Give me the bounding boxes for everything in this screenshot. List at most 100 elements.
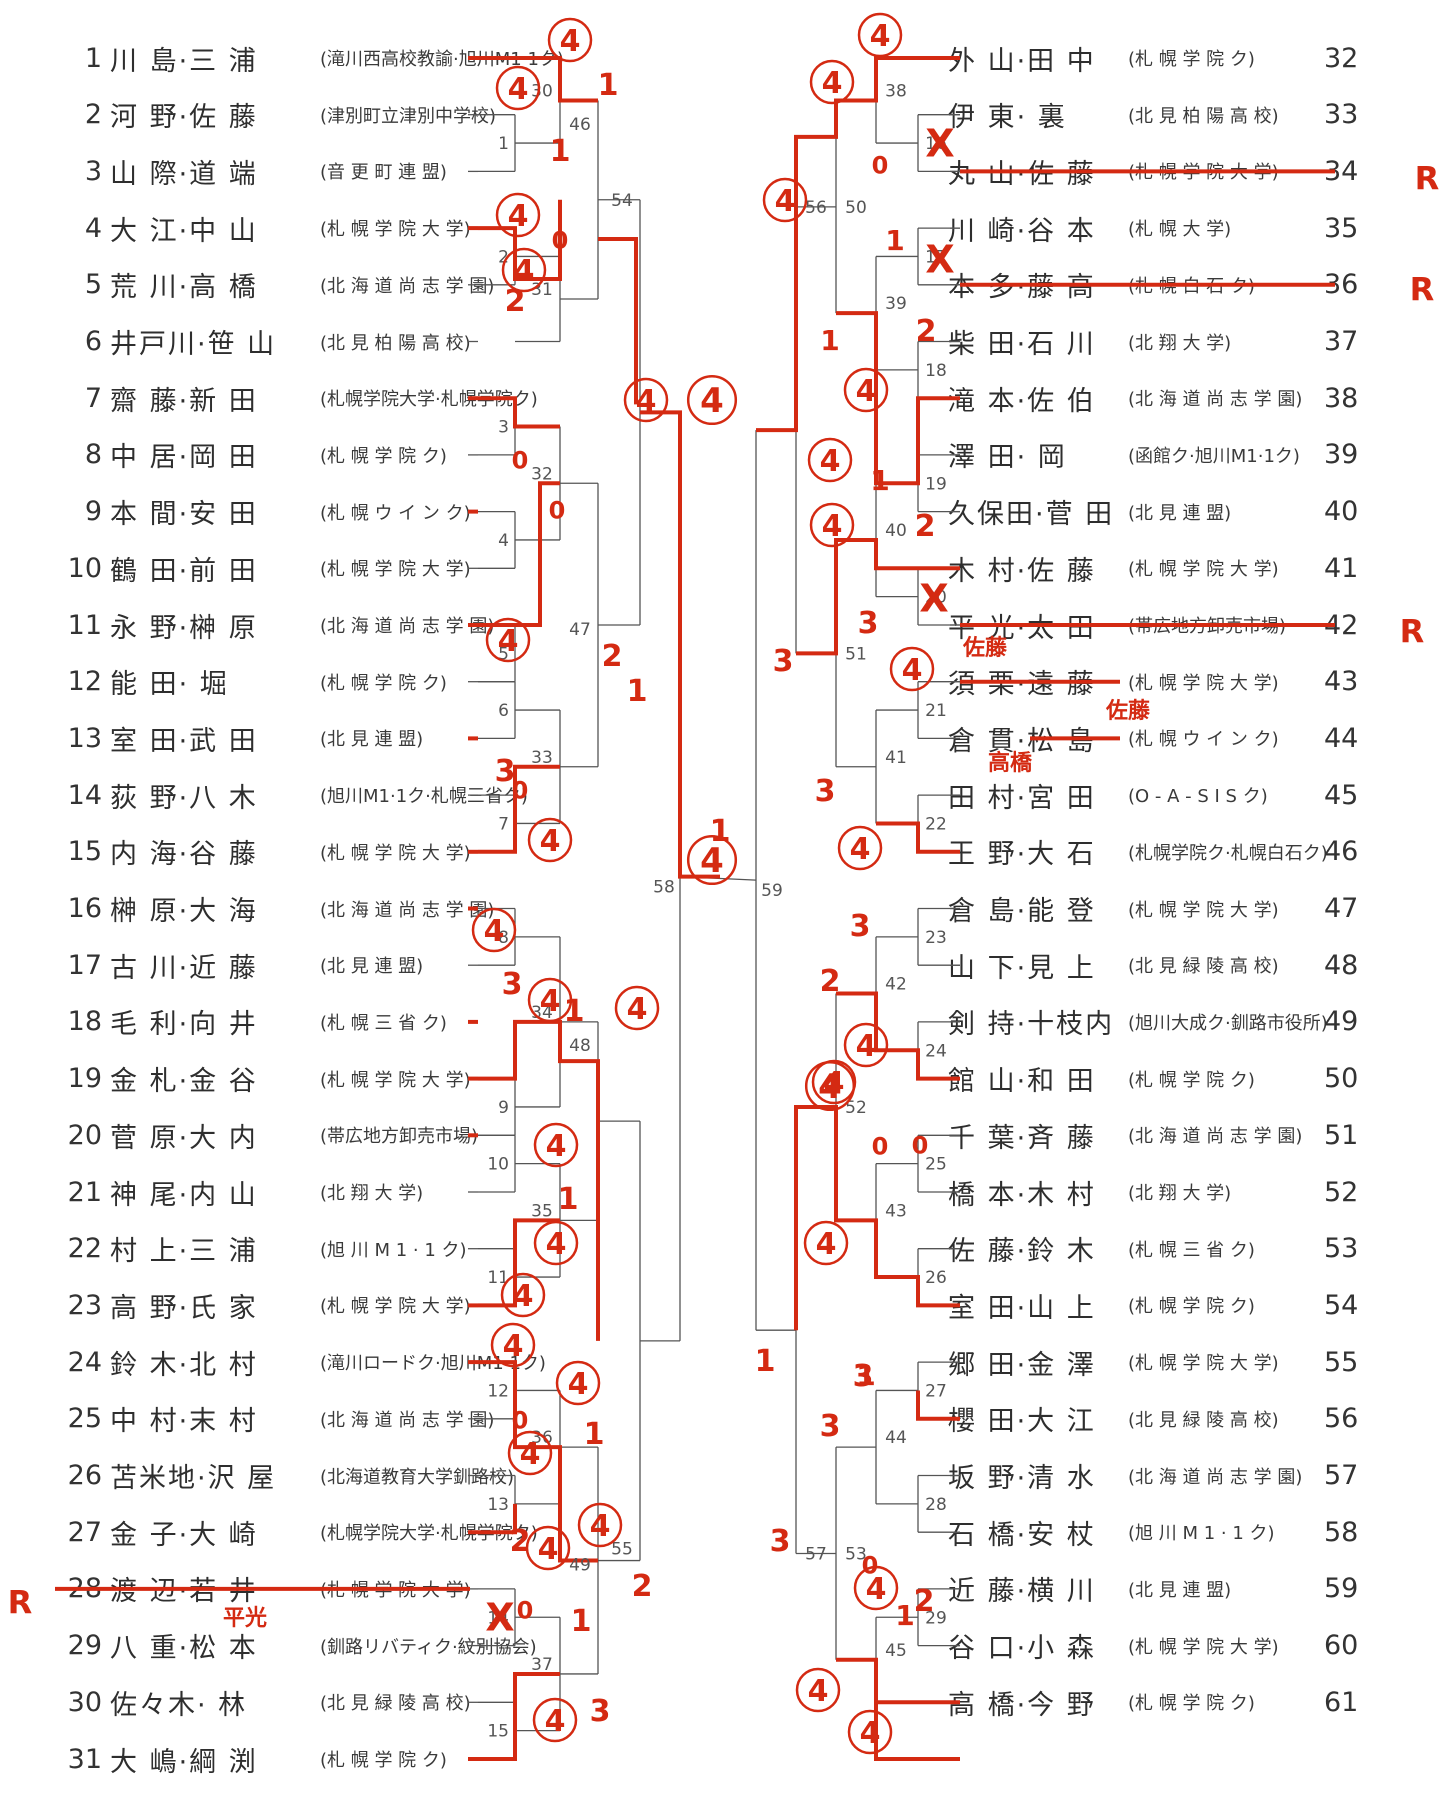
svg-text:1: 1 [820, 324, 839, 357]
cross-mark: X [919, 577, 948, 621]
entry-number: 39 [1324, 439, 1359, 471]
entry-number: 2 [84, 99, 102, 131]
match-number: 5 [498, 644, 509, 664]
entry-player-names: 千 葉·斉 藤 [948, 1122, 1096, 1154]
match-number: 33 [531, 748, 553, 768]
match-number: 13 [487, 1495, 509, 1515]
entry-club: (札 幌 学 院 大 学) [320, 559, 471, 581]
entry-player-names: 橋 本·木 村 [948, 1179, 1096, 1211]
svg-text:4: 4 [700, 841, 724, 881]
entry-row: 谷 口·小 森(札 幌 学 院 大 学)60 [948, 1626, 1358, 1666]
match-number: 8 [498, 928, 509, 948]
entry-row: 外 山·田 中(札 幌 学 院 ク)32 [948, 38, 1358, 78]
entry-number: 54 [1324, 1289, 1359, 1321]
match-number: 11 [487, 1268, 509, 1288]
entry-number: 38 [1324, 382, 1359, 414]
entry-player-names: 倉 貫·松 島 [948, 725, 1096, 757]
svg-text:1: 1 [856, 1359, 875, 1392]
entry-number: 24 [67, 1346, 102, 1378]
entry-club: (札 幌 学 院 大 学) [320, 1069, 471, 1091]
entry-number: 40 [1324, 496, 1359, 528]
svg-text:1: 1 [550, 134, 571, 169]
match-number: 45 [885, 1641, 907, 1661]
winner-path [640, 410, 720, 879]
score-mark: 4 [762, 177, 808, 223]
entry-player-names: 郷 田·金 澤 [948, 1349, 1096, 1381]
match-number: 9 [498, 1098, 509, 1118]
match-number: 24 [925, 1041, 947, 1061]
svg-text:0: 0 [517, 1597, 534, 1625]
score-mark: 0 [512, 777, 529, 805]
score-mark: 4 [803, 1220, 849, 1266]
svg-text:1: 1 [558, 1182, 579, 1217]
entry-club: (札 幌 学 院 大 学) [1128, 899, 1279, 921]
score-mark: 4 [614, 985, 660, 1031]
match-number: 50 [845, 198, 867, 218]
score-mark: 0 [912, 1132, 929, 1160]
entry-player-names: 館 山·和 田 [948, 1066, 1096, 1098]
entry-club: (北 見 連 盟) [320, 729, 424, 751]
match-number: 46 [569, 115, 591, 135]
score-mark: 1 [755, 1344, 776, 1379]
svg-text:3: 3 [820, 1409, 841, 1444]
svg-text:4: 4 [545, 1704, 566, 1739]
match-number: 52 [845, 1098, 867, 1118]
match-number: 29 [925, 1608, 947, 1628]
score-mark: 3 [820, 1409, 841, 1444]
score-mark: 4 [811, 1059, 857, 1105]
entry-club: (北 見 緑 陵 高 校) [1128, 956, 1279, 978]
svg-text:4: 4 [822, 509, 843, 544]
score-mark: 1 [571, 1604, 592, 1639]
svg-text:4: 4 [498, 624, 519, 659]
entry-player-names: 齋 藤·新 田 [110, 385, 258, 417]
score-mark: 0 [517, 1597, 534, 1625]
entry-player-names: 川 島·三 浦 [110, 45, 258, 77]
svg-text:4: 4 [856, 374, 877, 409]
entry-club: (札 幌 学 院 大 学) [320, 1296, 471, 1318]
entry-player-names: 外 山·田 中 [948, 45, 1096, 77]
entry-club: (北 海 道 尚 志 学 園) [320, 1409, 495, 1431]
svg-text:0: 0 [512, 777, 529, 805]
score-mark: 4 [485, 617, 531, 663]
entry-number: 37 [1324, 326, 1359, 357]
svg-text:R: R [1400, 613, 1425, 651]
entry-club: (旭 川 M 1 · 1 ク) [320, 1239, 467, 1261]
svg-text:4: 4 [538, 1532, 559, 1567]
score-mark: 4 [686, 834, 738, 886]
svg-text:1: 1 [564, 994, 585, 1029]
score-mark: 0 [512, 1407, 529, 1435]
entry-player-names: 坂 野·清 水 [948, 1463, 1096, 1494]
svg-text:R: R [1415, 160, 1440, 198]
entry-club: (札 幌 学 院 大 学) [1128, 1353, 1279, 1375]
score-mark: 4 [853, 1565, 899, 1611]
match-number: 37 [531, 1655, 553, 1675]
svg-text:3: 3 [850, 909, 871, 944]
entry-row: 倉 貫·松 島(札 幌 ウ イ ン ク)44 [948, 718, 1358, 758]
match-number: 55 [611, 1540, 633, 1560]
winner-path [794, 1104, 960, 1331]
entry-club: (札 幌 学 院 ク) [1128, 1693, 1255, 1715]
match-number: 21 [925, 701, 947, 721]
score-mark: 4 [686, 374, 738, 426]
svg-text:1: 1 [571, 1604, 592, 1639]
entry-club: (札 幌 学 院 大 学) [1128, 672, 1279, 694]
entry-club: (北 海 道 尚 志 学 園) [320, 616, 495, 637]
entry-row: 郷 田·金 澤(札 幌 学 院 大 学)55 [948, 1342, 1358, 1382]
score-mark: 0 [512, 447, 529, 475]
svg-text:3: 3 [495, 754, 516, 789]
svg-text:4: 4 [860, 1716, 881, 1751]
entry-player-names: 近 藤·横 川 [948, 1576, 1096, 1608]
score-mark: 2 [915, 509, 936, 544]
score-mark: 4 [809, 59, 855, 105]
entry-player-names: 鶴 田·前 田 [110, 555, 258, 587]
entry-club: (北 海 道 尚 志 学 園) [1128, 389, 1303, 411]
score-mark: 2 [916, 314, 937, 349]
svg-text:1: 1 [627, 674, 648, 709]
